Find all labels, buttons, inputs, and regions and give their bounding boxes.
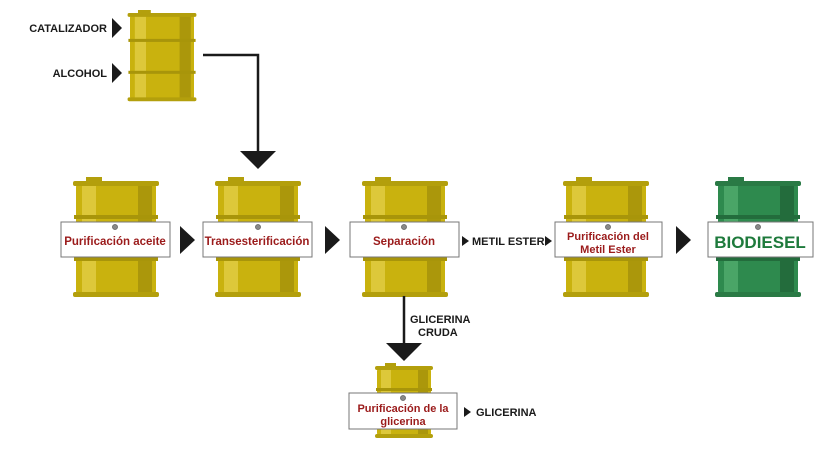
crude-glycerin-label-line2: CRUDA bbox=[418, 327, 458, 339]
alcohol-label: ALCOHOL bbox=[53, 68, 108, 80]
pin-icon bbox=[401, 224, 407, 230]
oil-purification-label: Purificación aceite bbox=[64, 236, 166, 248]
arrow-right-small-icon bbox=[462, 236, 469, 246]
input-barrel bbox=[127, 10, 197, 102]
down-arrow-icon bbox=[386, 343, 422, 361]
glycerin-purification-label-line1: Purificación de la bbox=[357, 403, 449, 415]
pin-icon bbox=[605, 224, 611, 230]
crude-glycerin-label-line1: GLICERINA bbox=[410, 314, 471, 326]
arrow-right-icon bbox=[325, 226, 340, 254]
biodiesel-box bbox=[707, 221, 814, 258]
input-down-arrow-icon bbox=[240, 151, 276, 169]
glycerin-flow-label: GLICERINA bbox=[476, 407, 537, 419]
methyl-ester-purification-box bbox=[554, 221, 663, 258]
methyl-ester-flow-label: METIL ESTER bbox=[472, 236, 545, 248]
glycerin-purification-label-line2: glicerina bbox=[380, 416, 426, 428]
pin-icon bbox=[400, 395, 406, 401]
alcohol-arrow-icon bbox=[112, 63, 122, 83]
transesterification-label: Transesterificación bbox=[205, 236, 310, 248]
methyl-ester-purification-label-line2: Metil Ester bbox=[580, 244, 636, 256]
catalyst-label: CATALIZADOR bbox=[29, 23, 107, 35]
catalyst-arrow-icon bbox=[112, 18, 122, 38]
arrow-right-small-icon bbox=[464, 407, 471, 417]
methyl-ester-purification-label-line1: Purificación del bbox=[567, 231, 649, 243]
separation-label: Separación bbox=[373, 236, 435, 248]
pin-icon bbox=[755, 224, 761, 230]
arrow-right-small-icon bbox=[545, 236, 552, 246]
arrow-right-icon bbox=[676, 226, 691, 254]
biodiesel-label: BIODIESEL bbox=[714, 233, 806, 252]
arrow-right-icon bbox=[180, 226, 195, 254]
pin-icon bbox=[112, 224, 118, 230]
input-connector-line bbox=[203, 53, 260, 152]
pin-icon bbox=[255, 224, 261, 230]
